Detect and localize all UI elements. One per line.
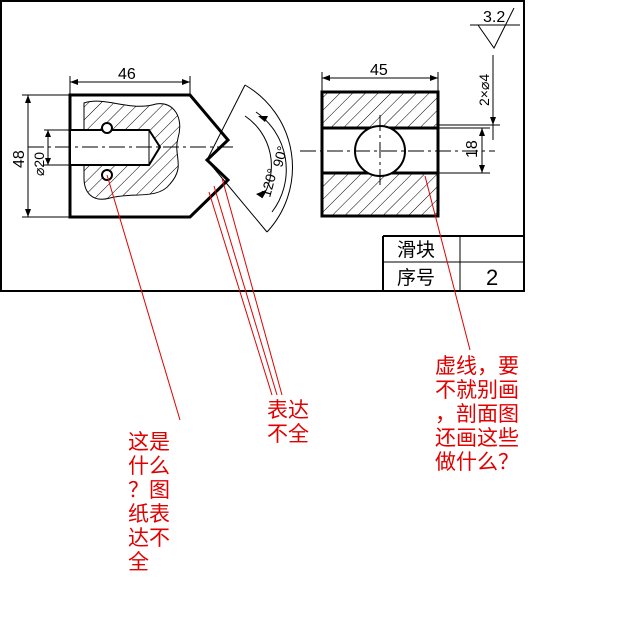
left-view: 46 48 ⌀20	[11, 66, 235, 219]
right-view: 45 18 2×⌀4	[300, 55, 500, 218]
title-block: 滑块 序号 2	[382, 235, 524, 291]
dim-height-left: 48	[11, 150, 28, 168]
annotation-note-middle: 表达 不全	[267, 398, 309, 446]
title-sequence-label: 序号	[397, 267, 435, 289]
annotation-note-right: 虚线，要 不就别画 ，剖面图 还画这些 做什么？	[435, 354, 519, 474]
roughness-symbol: 3.2	[470, 7, 520, 49]
dim-slot: 18	[464, 140, 481, 158]
angle-dimensions: 90° 120°	[206, 84, 293, 233]
dim-angle-120: 120°	[257, 167, 280, 199]
annotation-leaders	[106, 174, 471, 421]
dim-bore: ⌀20	[31, 152, 47, 176]
title-sequence-value: 2	[486, 265, 498, 290]
dim-angle-90: 90°	[269, 144, 290, 169]
title-part-name: 滑块	[397, 239, 435, 261]
annotation-note-left: 这是 什么 ？图 纸表 达不 全	[128, 430, 170, 574]
dim-hole-spec: 2×⌀4	[476, 74, 492, 106]
dim-width-left: 46	[118, 66, 136, 83]
drawing-frame	[0, 0, 525, 292]
roughness-value: 3.2	[483, 9, 505, 26]
dim-width-right: 45	[370, 62, 388, 79]
